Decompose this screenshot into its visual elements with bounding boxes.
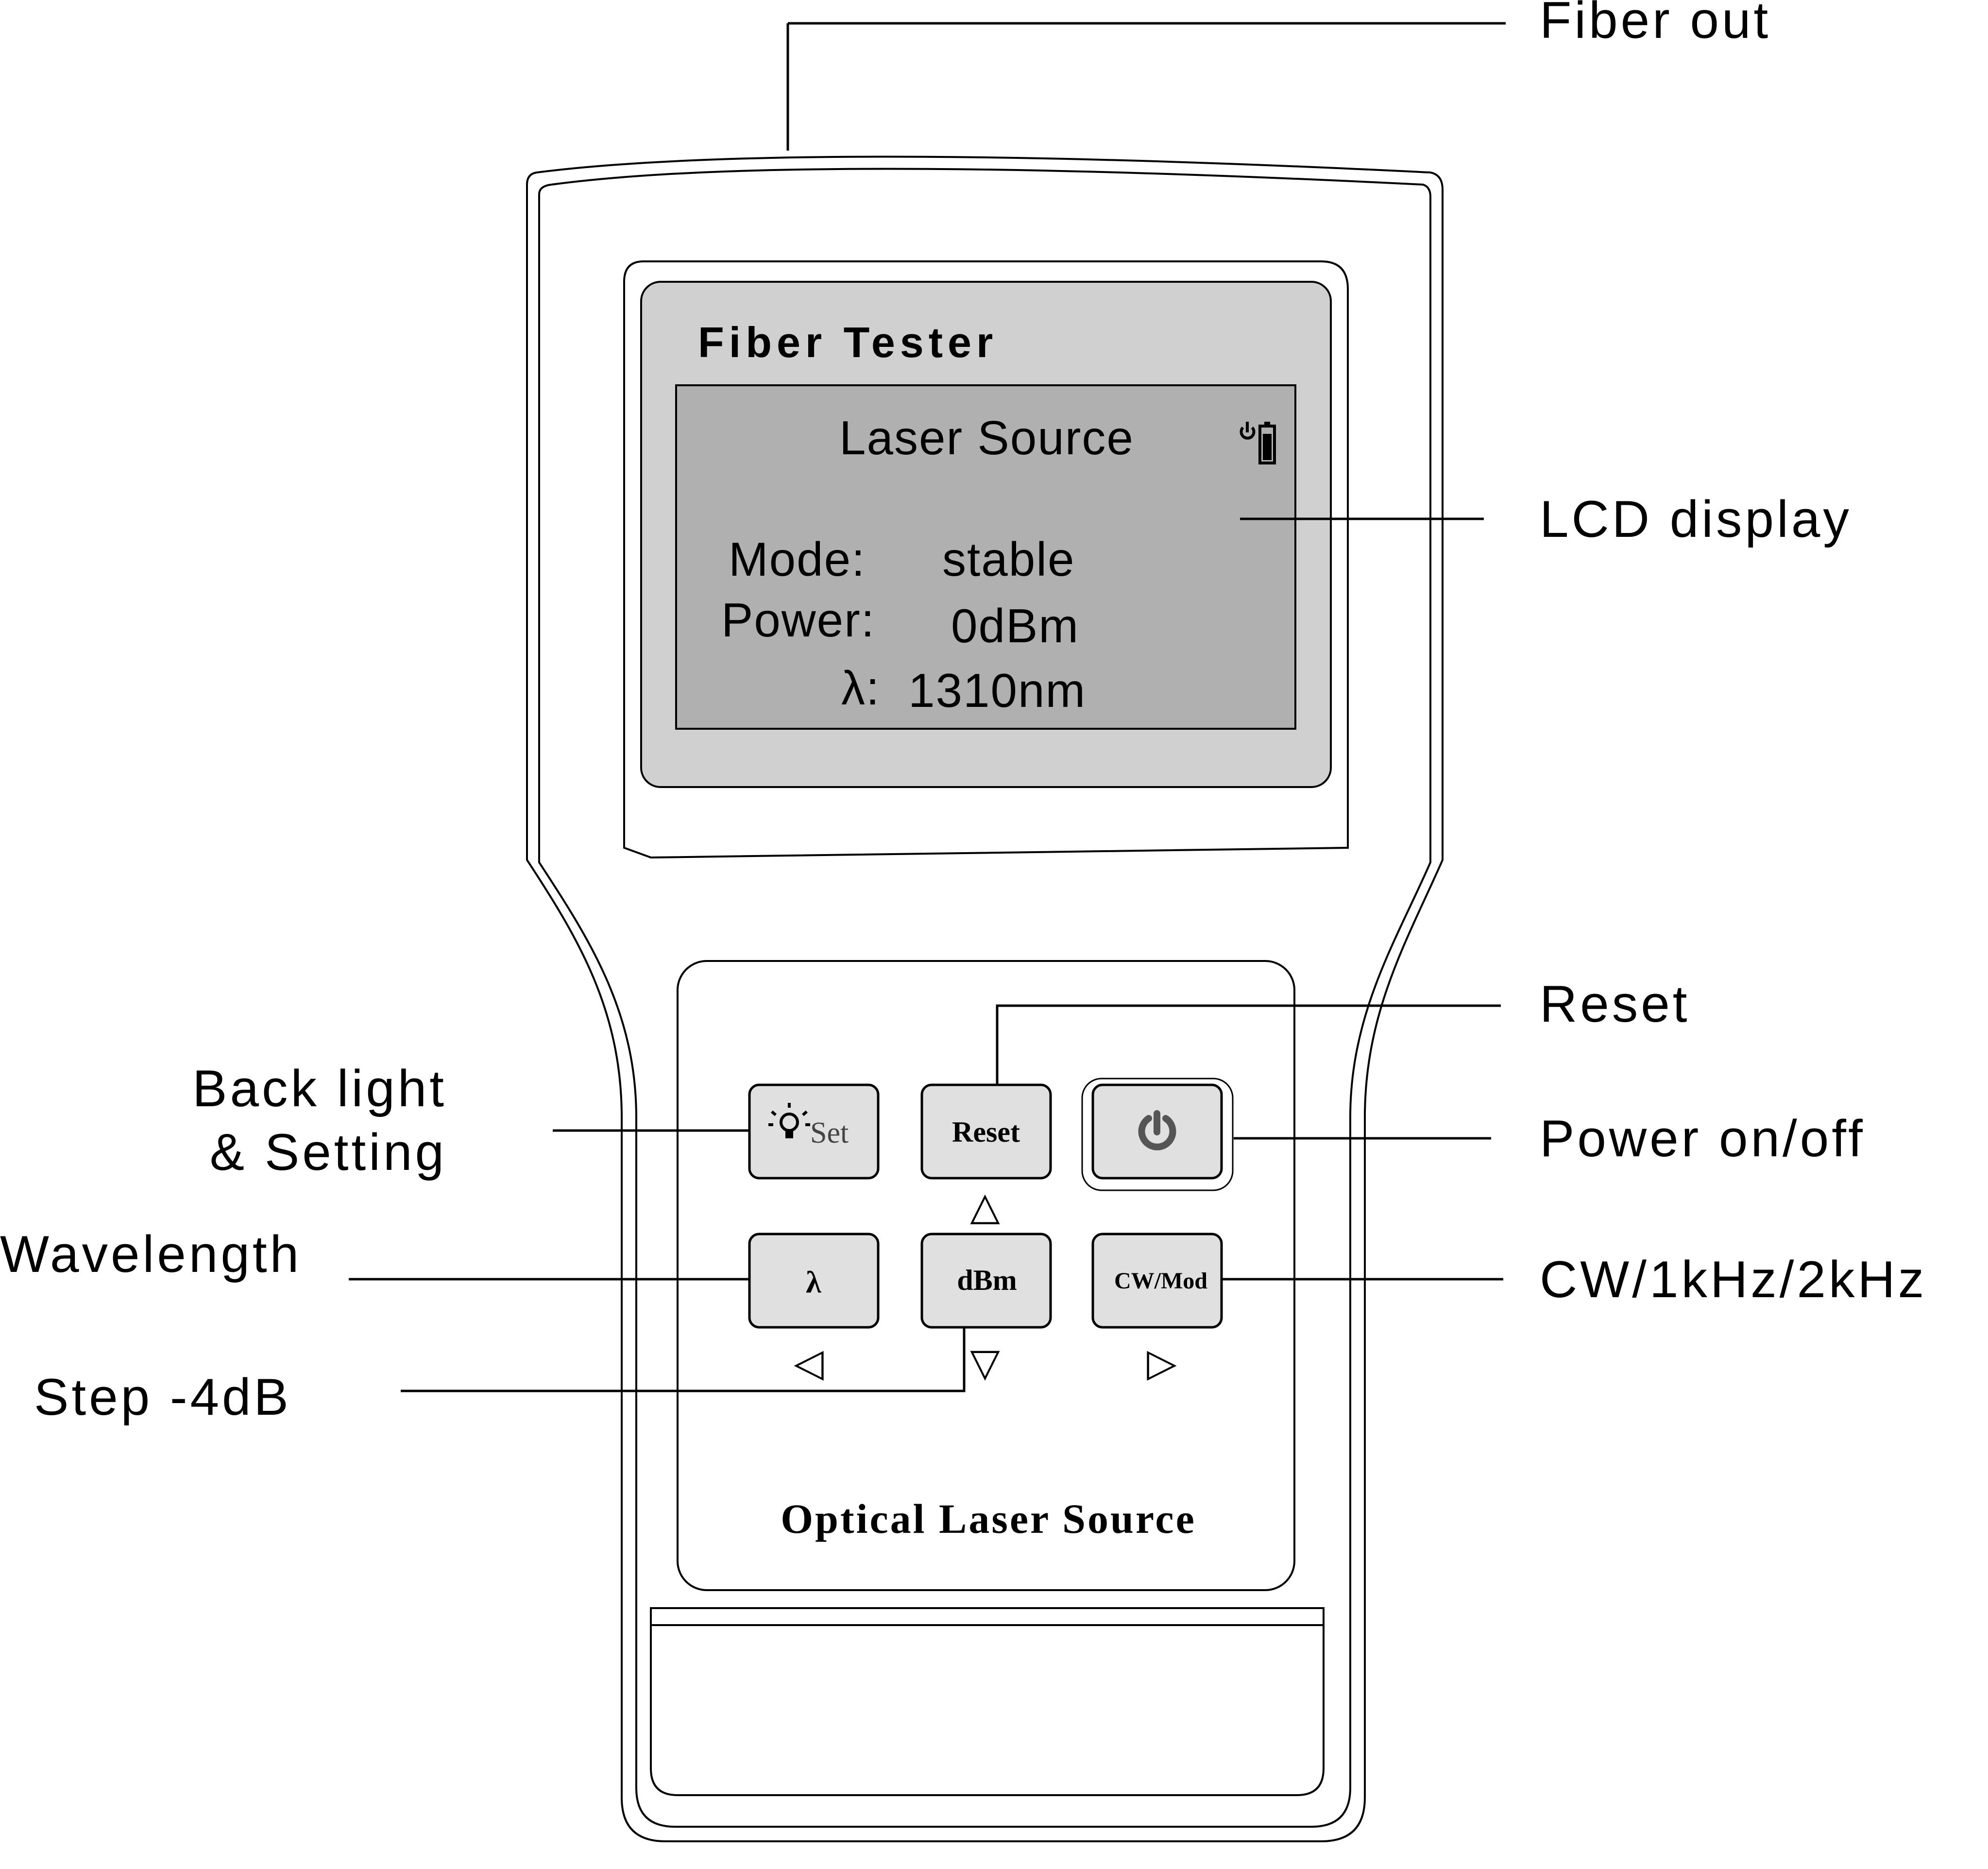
lcd-mode-label: Mode:: [729, 532, 866, 586]
step-leader: [401, 1327, 966, 1392]
left-arrow-icon: ◁: [794, 1341, 824, 1384]
lcd-power-value: 0dBm: [951, 599, 1079, 652]
callout-reset: Reset: [1540, 975, 1690, 1033]
device-body: [526, 23, 1444, 1842]
lcd-title: Laser Source: [839, 411, 1134, 464]
cw-mod-button[interactable]: CW/Mod: [1091, 1233, 1223, 1329]
dbm-button-label: dBm: [957, 1264, 1017, 1296]
body-inner-outline: [538, 168, 1431, 1828]
reset-button-label: Reset: [952, 1116, 1020, 1148]
lcd-display: [675, 384, 1296, 730]
down-arrow-icon: ▽: [970, 1341, 1000, 1384]
battery-cover: [650, 1607, 1325, 1796]
reset-button[interactable]: Reset: [920, 1083, 1052, 1180]
callout-cw: CW/1kHz/2kHz: [1540, 1250, 1927, 1308]
callout-power: Power on/off: [1540, 1109, 1866, 1167]
keypad-panel-frame: [677, 960, 1295, 1591]
up-arrow-icon: △: [970, 1184, 1000, 1228]
set-button-label: Set: [810, 1116, 849, 1149]
wavelength-button-label: λ: [806, 1265, 821, 1299]
screen-outer-frame: [623, 260, 1349, 859]
callout-back-light-line1: Back light: [192, 1059, 447, 1117]
lcd-mode-value: stable: [942, 532, 1075, 586]
callout-lines: [349, 22, 1506, 1392]
wavelength-button[interactable]: λ: [748, 1233, 880, 1329]
callout-step: Step -4dB: [34, 1368, 291, 1426]
screen-area: Fiber Tester Laser Source Mode: stable P…: [623, 260, 1349, 859]
right-arrow-icon: ▷: [1147, 1341, 1177, 1384]
power-button[interactable]: [1081, 1078, 1234, 1191]
lcd-power-label: Power:: [721, 593, 875, 647]
callout-lcd-display: LCD display: [1540, 490, 1852, 548]
dbm-button[interactable]: dBm: [920, 1233, 1052, 1329]
reset-leader: [996, 1004, 1501, 1085]
backlight-bulb-icon: [768, 1103, 810, 1138]
power-icon: [1138, 1110, 1176, 1150]
screen-header: Fiber Tester: [698, 318, 998, 366]
lcd-wavelength-value: 1310nm: [908, 664, 1086, 717]
body-outer-outline: [526, 155, 1444, 1842]
panel-label: Optical Laser Source: [781, 1495, 1196, 1542]
keypad-panel: Set Reset λ dBm CW/Mod: [677, 960, 1295, 1591]
callout-labels: Fiber out LCD display Reset Back light &…: [0, 0, 1927, 1426]
callout-wavelength: Wavelength: [0, 1225, 302, 1283]
callout-fiber-out: Fiber out: [1540, 0, 1771, 49]
callout-back-light-line2: & Setting: [210, 1123, 447, 1181]
lcd-wavelength-label: λ:: [841, 661, 880, 715]
battery-icon: [1240, 422, 1276, 464]
cw-mod-button-label: CW/Mod: [1114, 1268, 1207, 1294]
set-button[interactable]: Set: [748, 1083, 880, 1180]
